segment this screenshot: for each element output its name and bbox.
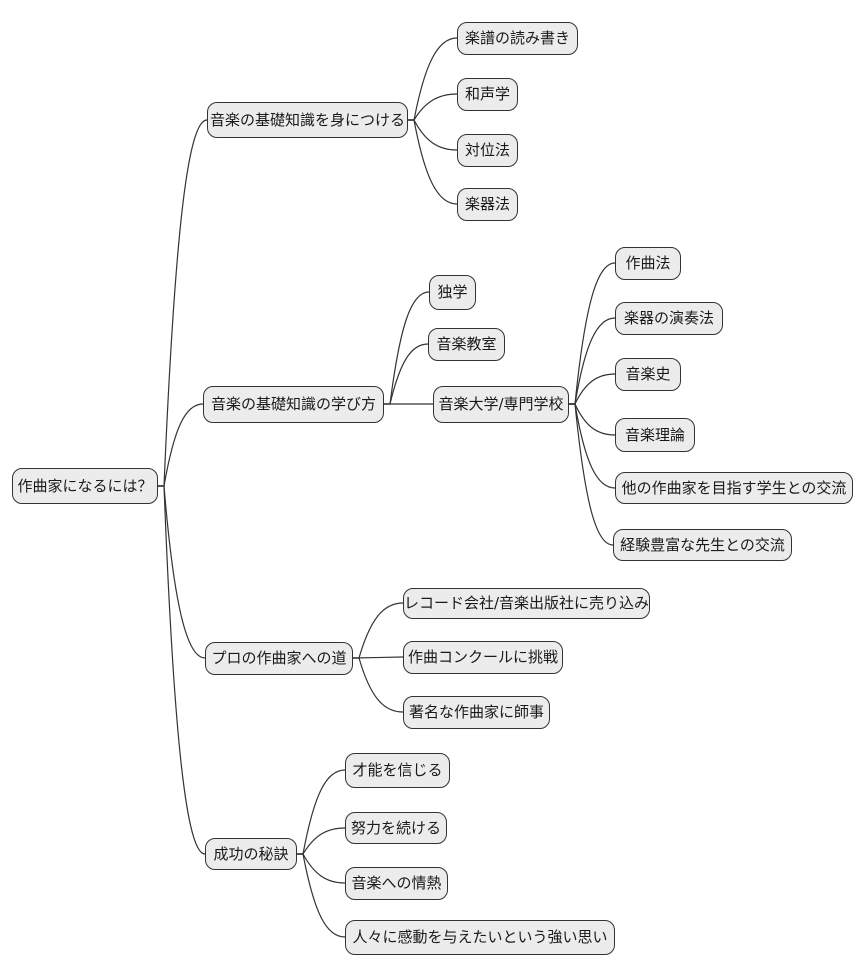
mindmap-node-music-history: 音楽史 bbox=[615, 358, 681, 391]
mindmap-node-student-exchange: 他の作曲家を目指す学生との交流 bbox=[615, 472, 853, 504]
mindmap-node-music-university: 音楽大学/専門学校 bbox=[433, 386, 569, 423]
mindmap-node-acquire-basics: 音楽の基礎知識を身につける bbox=[207, 102, 408, 138]
mindmap-node-success-secrets: 成功の秘訣 bbox=[205, 838, 297, 870]
edge-root-to-b3 bbox=[158, 485, 206, 659]
edge-b2c3-to-g2 bbox=[569, 317, 616, 405]
edge-b2-to-b2c1 bbox=[384, 291, 430, 405]
edge-b3-to-b3c1 bbox=[353, 602, 404, 659]
edge-root-to-b4 bbox=[158, 485, 206, 855]
edge-root-to-b1 bbox=[158, 119, 208, 487]
mindmap-node-instrumentation: 楽器法 bbox=[457, 188, 518, 221]
edge-b3-to-b3c2 bbox=[352, 656, 404, 659]
edge-b3-to-b3c3 bbox=[353, 657, 404, 713]
mindmap-node-how-to-learn: 音楽の基礎知識の学び方 bbox=[203, 386, 384, 423]
edge-root-to-b2 bbox=[158, 403, 204, 487]
mindmap-node-sheet-music: 楽譜の読み書き bbox=[457, 22, 578, 55]
mindmap-node-counterpoint: 対位法 bbox=[457, 134, 518, 167]
edge-b4-to-b4c1 bbox=[297, 769, 346, 855]
mindmap-node-music-class: 音楽教室 bbox=[428, 328, 505, 361]
mindmap-node-music-theory: 音楽理論 bbox=[615, 418, 695, 452]
mindmap-node-study-under-composer: 著名な作曲家に師事 bbox=[403, 696, 550, 729]
mindmap-node-keep-effort: 努力を続ける bbox=[345, 812, 447, 844]
mindmap-node-desire-to-move-people: 人々に感動を与えたいという強い思い bbox=[345, 920, 615, 955]
mindmap-node-competitions: 作曲コンクールに挑戦 bbox=[403, 641, 563, 674]
mindmap-node-believe-talent: 才能を信じる bbox=[345, 753, 450, 788]
edge-b2c3-to-g6 bbox=[569, 403, 614, 546]
mindmap-node-composition-method: 作曲法 bbox=[615, 247, 681, 280]
mindmap-node-passion: 音楽への情熱 bbox=[345, 867, 448, 900]
edge-b1-to-b1c4 bbox=[408, 119, 458, 205]
mindmap-node-instrument-performance: 楽器の演奏法 bbox=[615, 302, 723, 335]
edge-b2-to-b2c2 bbox=[384, 343, 429, 405]
mindmap-node-pro-path: プロの作曲家への道 bbox=[205, 642, 353, 675]
mindmap-node-pitch-labels: レコード会社/音楽出版社に売り込み bbox=[403, 588, 650, 619]
mindmap-node-self-study: 独学 bbox=[429, 275, 476, 310]
mindmap-node-harmony: 和声学 bbox=[457, 78, 518, 111]
edge-b4-to-b4c4 bbox=[297, 853, 346, 938]
edge-b1-to-b1c1 bbox=[408, 37, 458, 121]
mindmap-node-root: 作曲家になるには？ bbox=[12, 468, 158, 504]
mindmap-node-teacher-exchange: 経験豊富な先生との交流 bbox=[613, 529, 792, 561]
edge-b2c3-to-g1 bbox=[569, 262, 616, 405]
